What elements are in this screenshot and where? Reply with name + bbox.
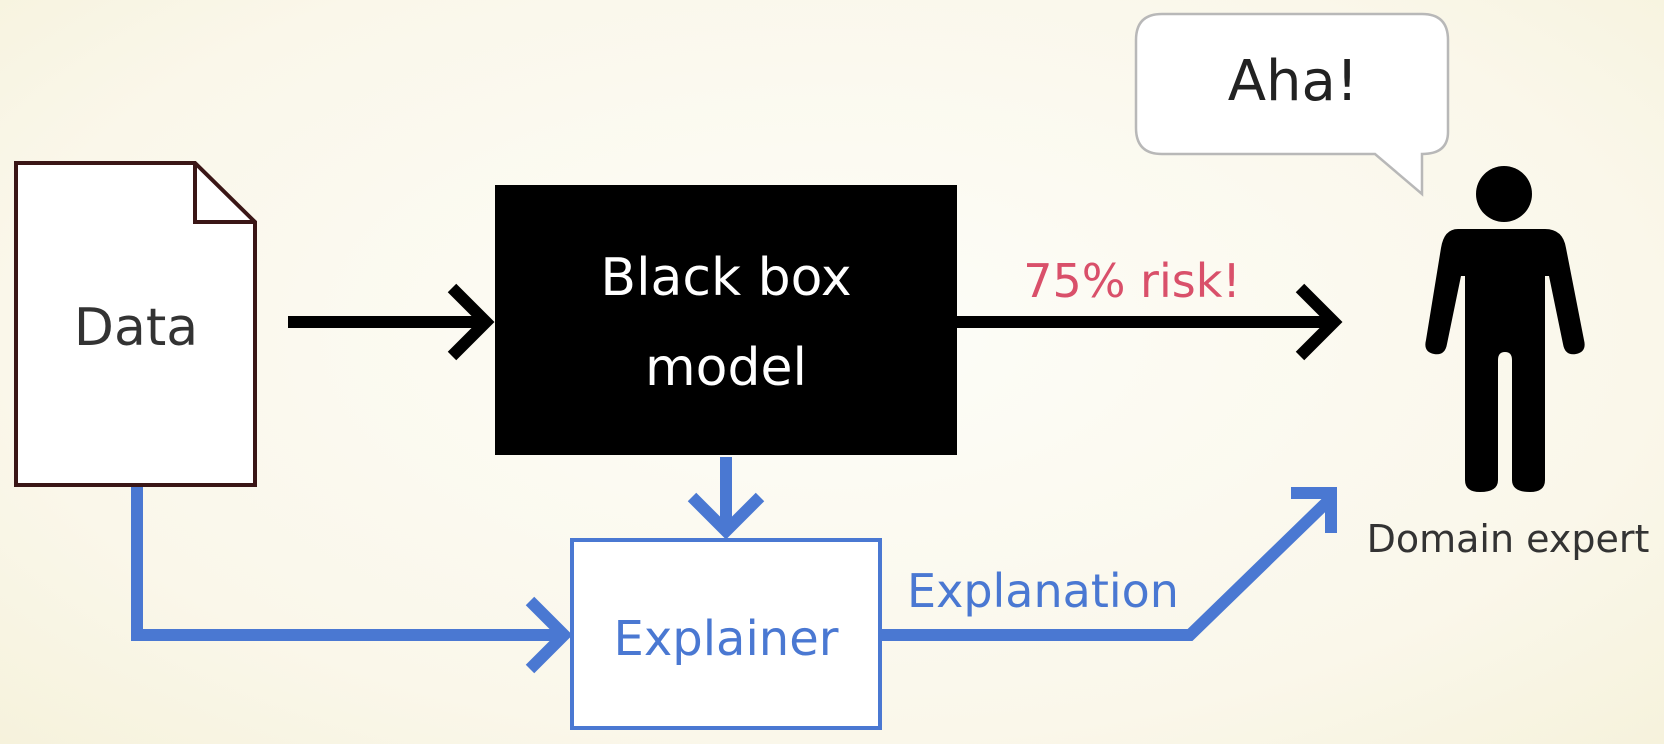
- data-node: Data: [14, 161, 257, 487]
- speech-bubble-text: Aha!: [1228, 49, 1359, 114]
- domain-expert-label: Domain expert: [1367, 517, 1650, 561]
- black-box-model-node: Black box model: [495, 185, 957, 455]
- explainer-rect: [570, 538, 882, 730]
- black-box-rect: [495, 185, 957, 455]
- person-icon: [1425, 166, 1585, 492]
- black-box-label-line1: Black box: [600, 248, 851, 308]
- explanation-label: Explanation: [907, 564, 1179, 618]
- explainer-node: Explainer: [570, 538, 882, 730]
- document-fold: [193, 163, 255, 224]
- prediction-label: 75% risk!: [1023, 254, 1241, 308]
- model-to-explainer-arrow: [687, 457, 765, 540]
- data-to-explainer-arrow: [131, 487, 573, 674]
- speech-bubble-icon: [1134, 12, 1450, 197]
- data-to-model-arrow: [288, 283, 495, 361]
- prediction-arrow: [957, 283, 1343, 361]
- speech-bubble: Aha!: [1134, 12, 1450, 197]
- explanation-arrow: [882, 487, 1337, 641]
- data-label: Data: [74, 298, 198, 358]
- explainer-label: Explainer: [614, 611, 839, 667]
- document-icon: [14, 161, 257, 487]
- black-box-label-line2: model: [645, 338, 807, 398]
